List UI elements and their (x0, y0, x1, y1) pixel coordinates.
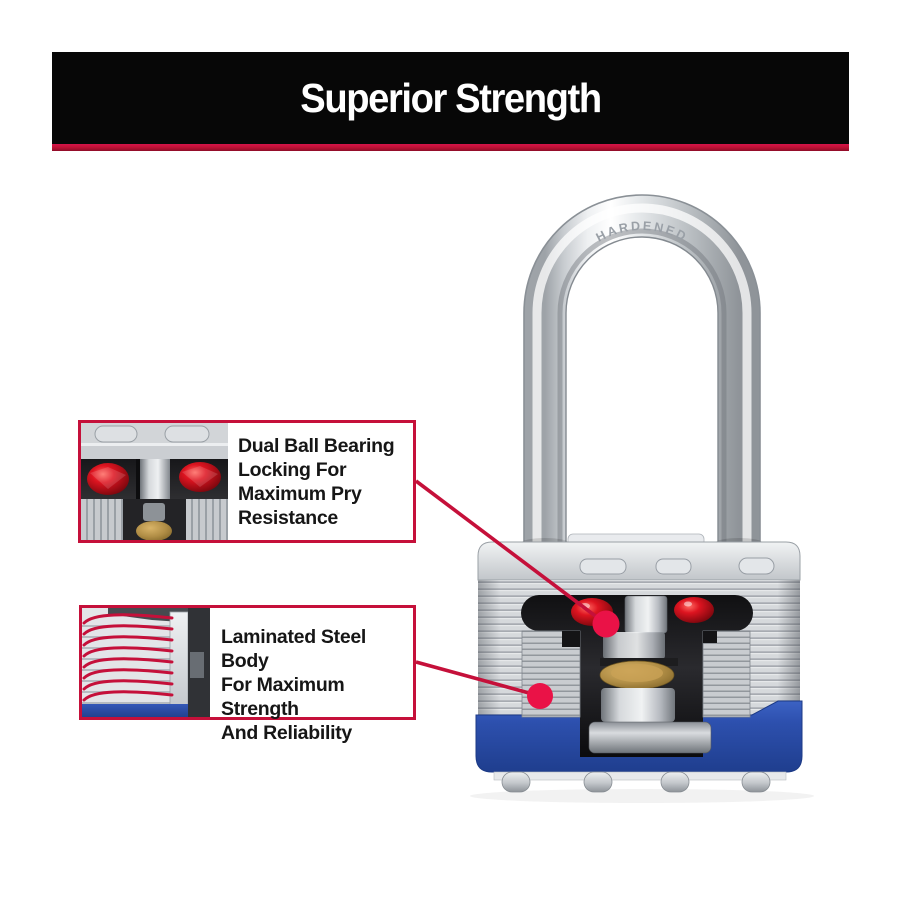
callout-text-line: Resistance (238, 507, 338, 529)
callout-text-line: For Maximum Strength (221, 674, 345, 720)
ball-bearing-right (674, 597, 714, 623)
callout-text-dual-ball: Dual Ball Bearing Locking For Maximum Pr… (228, 423, 396, 540)
padlock-illustration: HARDENED (470, 194, 814, 803)
callout-text-line: Dual Ball Bearing (238, 435, 395, 457)
banner-red-strip (52, 144, 849, 151)
ground-shadow (470, 789, 814, 803)
lock-body (470, 533, 814, 803)
callout-text-line: And Reliability (221, 722, 352, 744)
callout-photo-laminations (82, 608, 210, 717)
banner-background: Superior Strength (52, 52, 849, 144)
banner-title: Superior Strength (300, 74, 602, 121)
shackle: HARDENED (523, 194, 761, 552)
callout-text-line: Maximum Pry (238, 483, 362, 505)
callout-text-line: Locking For (238, 459, 347, 481)
cut-pillar-right (702, 630, 751, 718)
callout-photo-ball-bearings (81, 423, 228, 540)
callout-text-laminated: Laminated Steel Body For Maximum Strengt… (210, 608, 413, 744)
cutaway (521, 595, 753, 757)
bottom-rivets (493, 771, 787, 793)
ball-bearing-left (571, 598, 613, 626)
banner: Superior Strength (52, 52, 849, 151)
lock-mechanism (588, 595, 712, 754)
callout-dual-ball-bearing: Dual Ball Bearing Locking For Maximum Pr… (78, 420, 416, 543)
callout-laminated-steel: Laminated Steel Body For Maximum Strengt… (79, 605, 416, 744)
lamination-highlight-arcs (82, 613, 174, 702)
callout-text-line: Laminated Steel Body (221, 626, 367, 672)
